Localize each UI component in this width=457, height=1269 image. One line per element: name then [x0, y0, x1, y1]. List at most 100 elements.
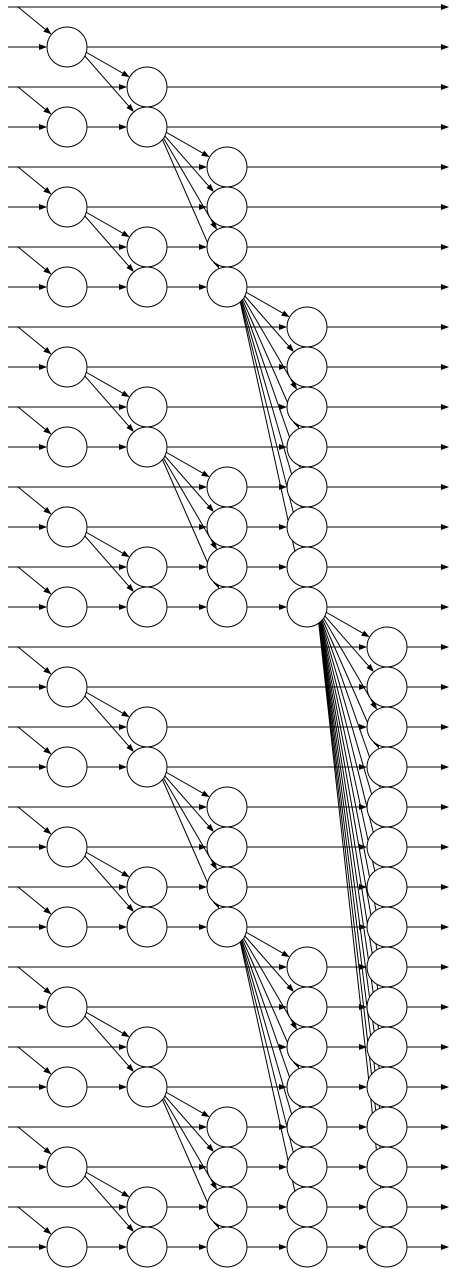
- fanout-edge-stage-3-to-lane-6: [156, 126, 217, 230]
- node-stage-5-lane-23: [366, 906, 408, 948]
- node-stage-1-lane-3: [46, 106, 88, 148]
- node-stage-5-lane-21: [366, 826, 408, 868]
- fanout-edge-stage-1-to-lane-13: [17, 486, 52, 515]
- fanout-edge-stage-5-to-lane-28: [316, 606, 387, 1108]
- node-stage-1-lane-17: [46, 666, 88, 708]
- fanout-edge-stage-3-to-lane-5: [156, 126, 214, 192]
- node-stage-2-lane-27: [126, 1066, 168, 1108]
- node-stage-4-lane-31: [286, 1226, 328, 1268]
- fanout-edge-stage-5-to-lane-21: [316, 606, 383, 828]
- node-stage-3-lane-21: [206, 826, 248, 868]
- node-stage-1-lane-5: [46, 186, 88, 228]
- fanout-edge-stage-4-to-lane-13: [236, 286, 303, 508]
- node-stage-3-lane-20: [206, 786, 248, 828]
- node-stage-1-lane-23: [46, 906, 88, 948]
- fanout-edge-stage-4-to-lane-30: [236, 926, 304, 1188]
- node-stage-2-lane-18: [126, 706, 168, 748]
- node-stage-1-lane-7: [46, 266, 88, 308]
- node-stage-1-lane-1: [46, 26, 88, 68]
- fanout-edge-stage-5-to-lane-17: [316, 606, 374, 672]
- node-stage-4-lane-9: [286, 346, 328, 388]
- node-stage-2-lane-31: [126, 1226, 168, 1268]
- node-stage-2-lane-15: [126, 586, 168, 628]
- fanout-edge-stage-1-to-lane-7: [17, 246, 52, 275]
- node-stage-2-lane-26: [126, 1026, 168, 1068]
- node-stage-5-lane-25: [366, 986, 408, 1028]
- node-stage-3-lane-29: [206, 1146, 248, 1188]
- fanout-edge-stage-1-to-lane-23: [17, 886, 52, 915]
- node-stage-4-lane-12: [286, 466, 328, 508]
- fanout-edge-stage-1-to-lane-1: [17, 6, 52, 35]
- node-stage-5-lane-19: [366, 746, 408, 788]
- node-stage-3-lane-31: [206, 1226, 248, 1268]
- fanout-edge-stage-4-to-lane-29: [236, 926, 303, 1148]
- node-stage-5-lane-22: [366, 866, 408, 908]
- fanout-edge-stage-3-to-lane-29: [156, 1086, 214, 1152]
- node-stage-4-lane-14: [286, 546, 328, 588]
- fanout-edge-stage-1-to-lane-11: [17, 406, 52, 435]
- node-stage-4-lane-26: [286, 1026, 328, 1068]
- fanout-edge-stage-1-to-lane-29: [17, 1126, 52, 1155]
- node-stage-4-lane-24: [286, 946, 328, 988]
- fanout-edge-stage-4-to-lane-25: [236, 926, 294, 992]
- node-stage-2-lane-14: [126, 546, 168, 588]
- fanout-edge-stage-2-to-lane-11: [76, 366, 134, 432]
- node-stage-5-lane-27: [366, 1066, 408, 1108]
- fanout-edge-stage-2-to-lane-23: [76, 846, 134, 912]
- node-stage-2-lane-11: [126, 426, 168, 468]
- fanout-edge-stage-1-to-lane-9: [17, 326, 52, 355]
- node-stage-3-lane-4: [206, 146, 248, 188]
- fanout-edge-stage-2-to-lane-15: [76, 526, 134, 592]
- fanout-edge-stage-3-to-lane-13: [156, 446, 214, 512]
- node-stage-4-lane-30: [286, 1186, 328, 1228]
- node-stage-2-lane-19: [126, 746, 168, 788]
- fanout-edge-stage-1-to-lane-15: [17, 566, 52, 595]
- fanout-edge-stage-3-to-lane-21: [156, 766, 214, 832]
- node-stage-4-lane-13: [286, 506, 328, 548]
- fanout-edge-stage-1-to-lane-17: [17, 646, 52, 675]
- node-stage-1-lane-9: [46, 346, 88, 388]
- fanout-edge-stage-1-to-lane-5: [17, 166, 52, 195]
- fanout-edge-stage-1-to-lane-25: [17, 966, 52, 995]
- node-stage-1-lane-15: [46, 586, 88, 628]
- node-stage-5-lane-29: [366, 1146, 408, 1188]
- node-stage-3-lane-30: [206, 1186, 248, 1228]
- node-stage-4-lane-27: [286, 1066, 328, 1108]
- fanout-edge-stage-5-to-lane-27: [316, 606, 386, 1068]
- node-stage-1-lane-29: [46, 1146, 88, 1188]
- node-stage-3-lane-13: [206, 506, 248, 548]
- node-stage-4-lane-28: [286, 1106, 328, 1148]
- fanout-edge-stage-1-to-lane-3: [17, 86, 52, 115]
- node-stage-4-lane-15: [286, 586, 328, 628]
- node-stage-2-lane-30: [126, 1186, 168, 1228]
- node-stage-4-lane-25: [286, 986, 328, 1028]
- node-stage-5-lane-28: [366, 1106, 408, 1148]
- node-stage-3-lane-7: [206, 266, 248, 308]
- node-stage-2-lane-3: [126, 106, 168, 148]
- node-stage-1-lane-27: [46, 1066, 88, 1108]
- fanout-edge-stage-4-to-lane-26: [236, 926, 297, 1030]
- fanout-edge-stage-3-to-lane-30: [156, 1086, 217, 1190]
- fanout-edge-stage-3-to-lane-22: [156, 766, 217, 870]
- fanout-edge-stage-5-to-lane-22: [316, 606, 384, 868]
- fanout-edge-stage-4-to-lane-10: [236, 286, 297, 390]
- node-stage-2-lane-23: [126, 906, 168, 948]
- node-layer: [46, 26, 408, 1268]
- fanout-edge-stage-4-to-lane-9: [236, 286, 294, 352]
- fanout-edge-stage-1-to-lane-21: [17, 806, 52, 835]
- fanout-edge-stage-4-to-lane-14: [236, 286, 304, 548]
- node-stage-5-lane-16: [366, 626, 408, 668]
- node-stage-3-lane-22: [206, 866, 248, 908]
- node-stage-5-lane-18: [366, 706, 408, 748]
- fanout-edge-stage-2-to-lane-27: [76, 1006, 134, 1072]
- fanout-edge-stage-5-to-lane-18: [316, 606, 377, 710]
- node-stage-4-lane-29: [286, 1146, 328, 1188]
- node-stage-3-lane-28: [206, 1106, 248, 1148]
- node-stage-2-lane-2: [126, 66, 168, 108]
- node-stage-3-lane-12: [206, 466, 248, 508]
- node-stage-3-lane-15: [206, 586, 248, 628]
- node-stage-4-lane-8: [286, 306, 328, 348]
- node-stage-1-lane-19: [46, 746, 88, 788]
- node-stage-1-lane-13: [46, 506, 88, 548]
- edge-layer: [8, 4, 449, 1250]
